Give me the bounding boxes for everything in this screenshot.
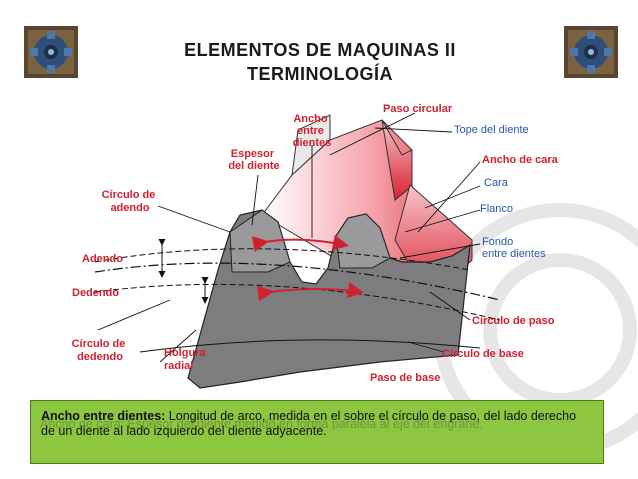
label-circulo-de-adendo: Círculo de adendo <box>102 189 159 214</box>
label-flanco: Flanco <box>480 203 513 215</box>
label-espesor-del-diente: Espesor del diente <box>228 148 279 172</box>
title-line-1: ELEMENTOS DE MAQUINAS II <box>184 40 456 60</box>
label-dedendo: Dedendo <box>72 287 119 299</box>
tooth-space-arrow <box>251 234 349 252</box>
title-line-2: TERMINOLOGÍA <box>247 64 393 84</box>
label-circulo-de-base: Círculo de base <box>442 348 524 360</box>
slide-title: ELEMENTOS DE MAQUINAS II TERMINOLOGÍA <box>120 38 520 86</box>
gear-tooth-top-red <box>291 114 331 177</box>
gear-logo-icon <box>562 22 620 82</box>
leader-lines <box>97 112 481 363</box>
label-paso-de-base: Paso de base <box>370 372 440 384</box>
pitch-circle-line <box>94 262 501 301</box>
label-ancho-de-cara: Ancho de cara <box>482 154 559 166</box>
addendum-circle-line <box>94 248 471 271</box>
label-paso-circular: Paso circular <box>383 103 453 115</box>
addendum-dedendum-dimension <box>158 239 209 304</box>
base-circle-line <box>139 339 481 353</box>
label-circulo-de-paso: Círculo de paso <box>472 315 555 327</box>
label-holgura-radial: Holgura radial <box>164 347 209 372</box>
definition-text: Longitud de arco, medida en el sobre el … <box>41 409 577 438</box>
definition-box: Ancho entre dientes: Longitud de arco, m… <box>30 400 604 464</box>
base-pitch-arrow <box>257 282 364 302</box>
label-circulo-de-dedendo: Círculo de dedendo <box>72 338 129 363</box>
overlapping-definition-text: Ancho de cara: Espesor del diente medido… <box>40 417 483 431</box>
label-fondo-entre-dientes: Fondo entre dientes <box>482 236 546 260</box>
label-cara: Cara <box>484 177 509 189</box>
gear-logo-icon <box>22 22 80 82</box>
definition-term: Ancho entre dientes: <box>41 409 166 423</box>
label-ancho-entre-dientes: Ancho entre dientes <box>293 113 332 149</box>
label-adendo: Adendo <box>82 253 123 265</box>
gear-tooth-middle <box>335 213 391 269</box>
gear-tooth-right-red <box>381 119 413 201</box>
label-tope-del-diente: Tope del diente <box>454 124 529 136</box>
